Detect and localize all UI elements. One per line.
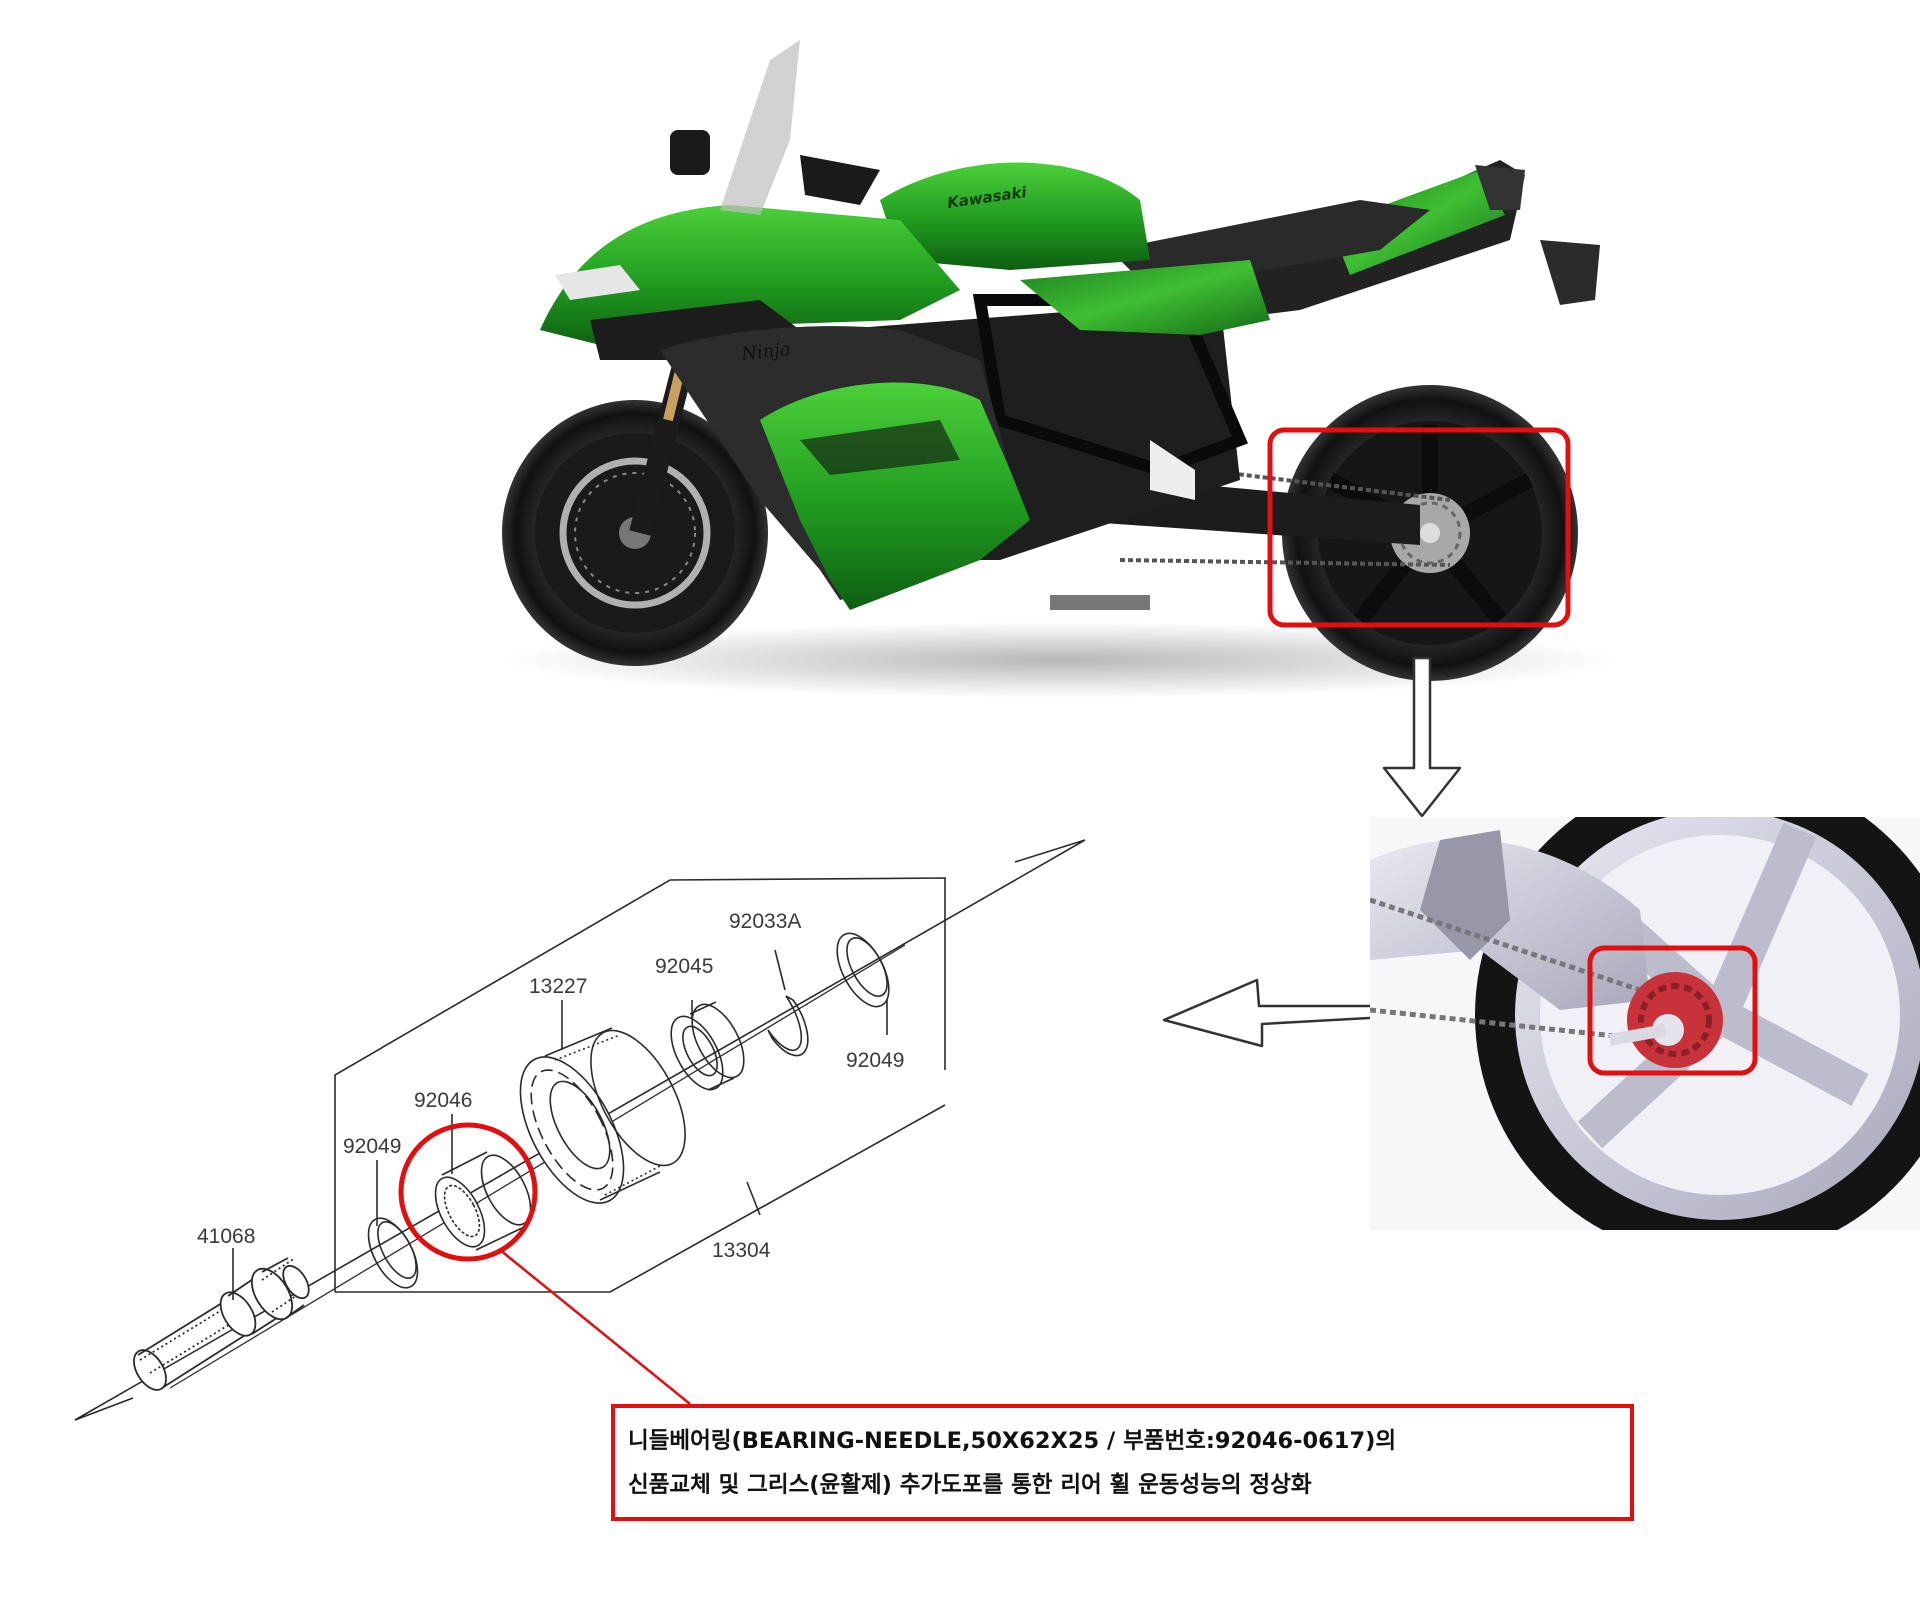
photo-highlight-box <box>1267 427 1571 628</box>
caption-line-2: 신품교체 및 그리스(윤활제) 추가도포를 통한 리어 휠 운동성능의 정상화 <box>628 1471 1312 1498</box>
inset-highlight-box <box>1587 945 1758 1076</box>
part-92046-needle-bearing <box>434 1151 532 1251</box>
caption-box: 니들베어링(BEARING-NEEDLE,50X62X25 / 부품번호:920… <box>611 1404 1634 1521</box>
part-92049-right-seal <box>836 932 890 1008</box>
exploded-parts-diagram <box>74 839 1086 1421</box>
label-92046: 92046 <box>414 1089 472 1112</box>
rear-wheel <box>1282 385 1578 681</box>
part-92045-bearing <box>670 1001 745 1091</box>
caption-connector-line <box>499 1249 691 1405</box>
label-13227: 13227 <box>529 975 587 998</box>
label-92049-right: 92049 <box>846 1049 904 1072</box>
cad-render-inset <box>1370 817 1920 1230</box>
part-41068-shaft <box>133 1257 310 1391</box>
part-13227-hub <box>519 1027 686 1204</box>
label-41068: 41068 <box>197 1225 255 1248</box>
model-badge: Ninja <box>739 339 791 365</box>
label-13304: 13304 <box>712 1239 771 1262</box>
part-92033A-circlip <box>767 995 809 1057</box>
label-92033A: 92033A <box>729 910 801 933</box>
motorcycle-photo: Kawasaki Ninja <box>500 40 1620 698</box>
caption-line-1: 니들베어링(BEARING-NEEDLE,50X62X25 / 부품번호:920… <box>628 1427 1397 1454</box>
part-92049-left-seal <box>367 1217 419 1289</box>
front-wheel <box>502 400 768 666</box>
bearing-highlight-circle <box>398 1122 538 1262</box>
down-arrow <box>1382 656 1462 818</box>
label-92045: 92045 <box>655 955 713 978</box>
label-92049-left: 92049 <box>343 1135 401 1158</box>
